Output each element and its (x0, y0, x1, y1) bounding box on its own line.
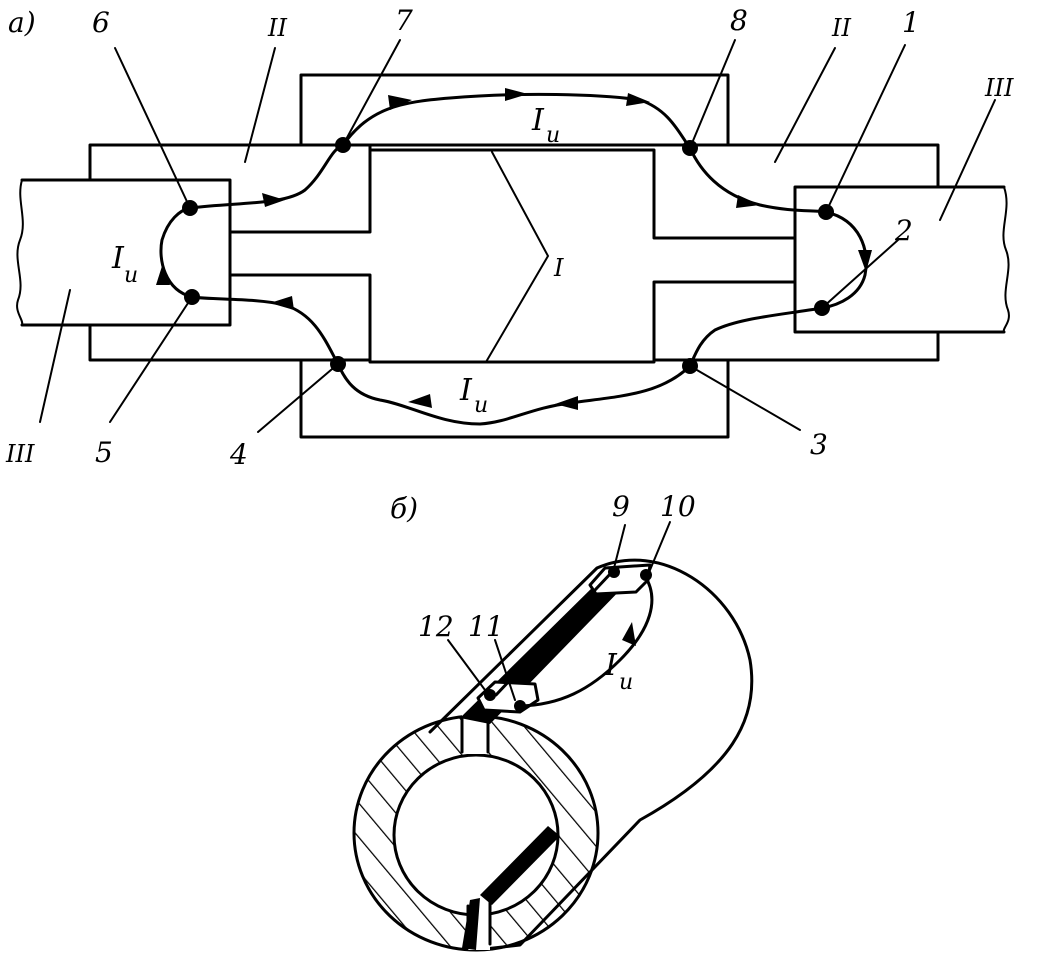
current-label-bottom: I (459, 373, 473, 408)
point-5-label: 5 (95, 436, 113, 469)
point-4-label: 4 (229, 438, 248, 471)
current-label-b: I (604, 648, 618, 683)
arrow-icon (626, 93, 650, 106)
arrow-icon (388, 95, 412, 110)
arrow-icon (408, 394, 432, 408)
current-sub-top: и (546, 123, 560, 148)
arrow-icon (540, 624, 556, 645)
seam-inner (480, 826, 560, 905)
point-9-label: 9 (612, 490, 630, 523)
arrow-icon (505, 88, 528, 101)
point-1-label: 1 (902, 6, 920, 39)
point-6-label: 6 (92, 6, 110, 39)
current-sub-b: и (619, 670, 633, 695)
point-12-label: 12 (418, 610, 454, 643)
current-label-top: I (531, 103, 545, 138)
zone-iii-label-left: III (5, 440, 35, 468)
panel-a-labels: а) 6 II 7 8 II 1 III 2 I I и I и I и III… (5, 4, 1014, 471)
panel-b-current (494, 570, 654, 708)
arrow-icon (858, 250, 872, 272)
panel-a: а) 6 II 7 8 II 1 III 2 I I и I и I и III… (5, 4, 1014, 471)
point-9-dot (608, 566, 620, 578)
point-11-dot (514, 700, 526, 712)
arrow-icon (555, 396, 578, 410)
point-10-label: 10 (660, 490, 696, 523)
zone-i-label: I (553, 254, 564, 282)
seam-bottom-strip (462, 898, 480, 950)
point-2-label: 2 (894, 214, 913, 247)
zone-i-leader (485, 151, 550, 363)
current-sub-bottom: и (474, 393, 488, 418)
current-label-left: I (111, 241, 125, 276)
zone-ii-label-left: II (267, 14, 287, 42)
arrow-icon (736, 195, 760, 208)
point-7-label: 7 (395, 4, 413, 37)
zone-iii-label-right: III (984, 74, 1014, 102)
zone-ii-label-right: II (831, 14, 851, 42)
point-3-label: 3 (810, 428, 828, 461)
arrow-icon (270, 296, 294, 310)
arrow-icon (156, 263, 170, 285)
point-12-dot (484, 689, 496, 701)
panel-b: б) (352, 490, 754, 952)
point-10-dot (640, 569, 652, 581)
label-leaders (39, 39, 996, 433)
arrow-icon (262, 193, 285, 207)
current-arrows (156, 88, 872, 410)
point-8-label: 8 (730, 4, 748, 37)
panel-a-label: а) (8, 6, 36, 39)
panel-b-label: б) (390, 492, 418, 525)
current-sub-left: и (124, 263, 138, 288)
arrow-icon (622, 622, 636, 646)
point-11-label: 11 (468, 610, 504, 643)
